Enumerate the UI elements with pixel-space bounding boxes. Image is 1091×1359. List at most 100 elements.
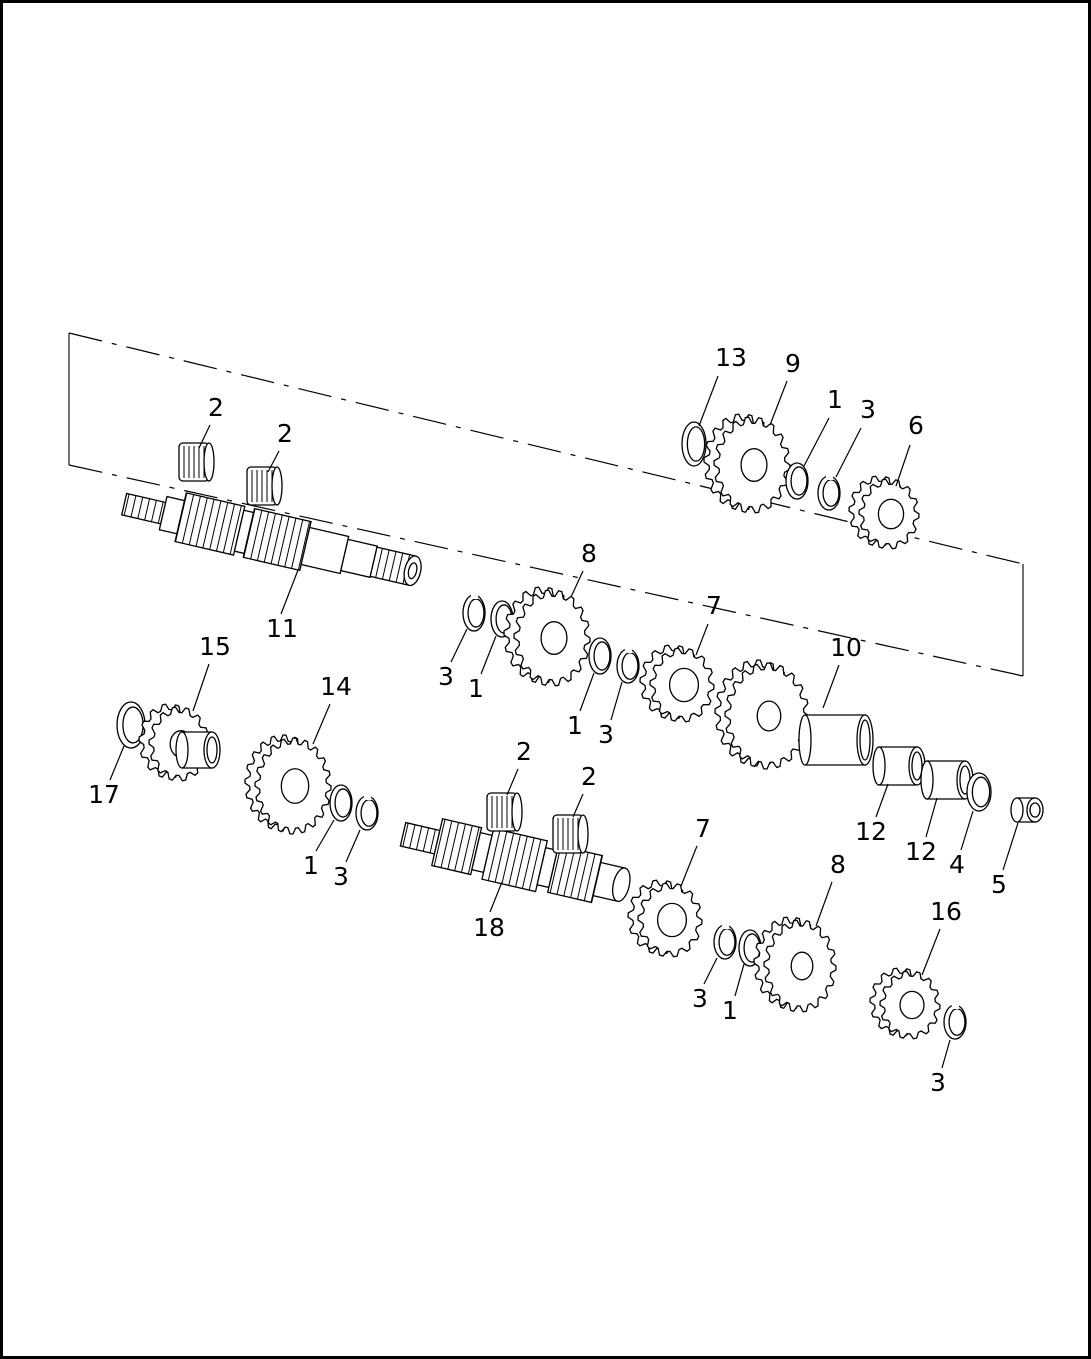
leader-line	[610, 681, 623, 721]
leader-line	[803, 417, 830, 467]
callout-number: 16	[930, 897, 962, 926]
gear-8-countershaft	[753, 916, 837, 1013]
mainshaft	[120, 492, 422, 587]
callout-c7a: 7	[695, 591, 722, 656]
gear-15-bearing	[175, 731, 221, 769]
callout-c9: 9	[769, 349, 801, 426]
thrust-washer-17	[116, 701, 146, 749]
callout-number: 10	[830, 633, 862, 662]
callout-c13: 13	[698, 343, 747, 427]
leader-line	[570, 570, 584, 598]
callout-c8a: 8	[570, 539, 597, 598]
callout-number: 1	[722, 996, 738, 1025]
callout-number: 14	[320, 672, 352, 701]
callout-c8b: 8	[815, 850, 846, 927]
leader-line	[572, 793, 584, 818]
gear-16	[869, 967, 941, 1040]
leader-line	[960, 810, 974, 851]
callout-c1c: 1	[567, 672, 595, 740]
leader-line	[345, 829, 361, 863]
spacer-5	[1010, 797, 1044, 823]
callout-number: 4	[949, 850, 965, 879]
leader-line	[875, 783, 889, 818]
callout-number: 8	[830, 850, 846, 879]
leader-line	[941, 1039, 951, 1069]
callout-c3f: 3	[930, 1039, 951, 1097]
gear-14	[244, 734, 332, 835]
leader-line	[822, 664, 840, 709]
gear-10	[714, 659, 810, 770]
callout-number: 11	[266, 614, 298, 643]
callout-number: 3	[333, 862, 349, 891]
leader-line	[192, 663, 210, 712]
leader-line	[1002, 822, 1019, 871]
callout-c2b: 2	[267, 419, 293, 473]
callout-c2a: 2	[198, 393, 224, 449]
leader-line	[579, 672, 595, 712]
callout-number: 7	[695, 814, 711, 843]
callout-number: 2	[581, 762, 597, 791]
callout-number: 3	[860, 395, 876, 424]
callout-c12b: 12	[905, 797, 938, 866]
leader-line	[109, 745, 125, 781]
callout-c1e: 1	[722, 963, 745, 1025]
leader-line	[312, 703, 331, 745]
callout-number: 12	[855, 817, 887, 846]
leader-line	[698, 375, 719, 427]
callout-c11: 11	[266, 569, 299, 643]
leader-line	[695, 623, 709, 656]
callout-number: 5	[991, 870, 1007, 899]
washer-1-counter-a	[329, 784, 353, 822]
needle-bearing-2c	[486, 792, 523, 832]
callout-number: 1	[303, 851, 319, 880]
countershaft	[399, 817, 631, 904]
leader-line	[280, 569, 299, 615]
gear-8-mainshaft	[503, 586, 591, 687]
callout-number: 8	[581, 539, 597, 568]
leader-line	[703, 957, 718, 985]
callout-c3b: 3	[438, 628, 468, 691]
gear-9	[703, 413, 791, 514]
callout-number: 2	[208, 393, 224, 422]
callout-c5: 5	[991, 822, 1019, 899]
callout-c3e: 3	[692, 957, 718, 1013]
callout-number: 15	[199, 632, 231, 661]
callout-number: 3	[930, 1068, 946, 1097]
callout-c3a: 3	[835, 395, 876, 478]
needle-bearing-2a	[178, 442, 215, 482]
callout-c2c: 2	[506, 737, 532, 796]
callout-number: 1	[827, 385, 843, 414]
leader-line	[769, 380, 788, 426]
washer-1-upper	[785, 462, 809, 500]
bearing-12a	[872, 746, 926, 786]
retaining-ring-3-counter-b	[713, 923, 737, 960]
callout-c14: 14	[312, 672, 352, 745]
washer-1-mid-b	[588, 637, 612, 675]
leader-line	[315, 819, 335, 852]
gear-10-hub	[798, 714, 874, 766]
subassembly-phantom-outline	[68, 332, 1024, 677]
callout-c10: 10	[822, 633, 862, 709]
callout-c2d: 2	[572, 762, 597, 818]
leader-line	[921, 928, 941, 976]
callout-c6: 6	[895, 411, 924, 487]
leader-line	[506, 768, 519, 796]
retaining-ring-3-mid-b	[616, 647, 640, 684]
callout-c3c: 3	[598, 681, 623, 749]
leader-line	[480, 635, 497, 675]
leader-line	[925, 797, 938, 838]
bearing-12b	[920, 760, 974, 800]
needle-bearing-2d	[552, 814, 589, 854]
seal-4	[966, 772, 992, 812]
callout-c15: 15	[192, 632, 231, 712]
callout-number: 18	[473, 913, 505, 942]
retaining-ring-3-mid-a	[462, 593, 486, 632]
gear-7-mainshaft	[639, 644, 715, 723]
callout-number: 3	[692, 984, 708, 1013]
callout-c1b: 1	[468, 635, 497, 703]
callout-c12a: 12	[855, 783, 889, 846]
callout-c16: 16	[921, 897, 962, 976]
retaining-ring-3-upper	[817, 474, 841, 511]
